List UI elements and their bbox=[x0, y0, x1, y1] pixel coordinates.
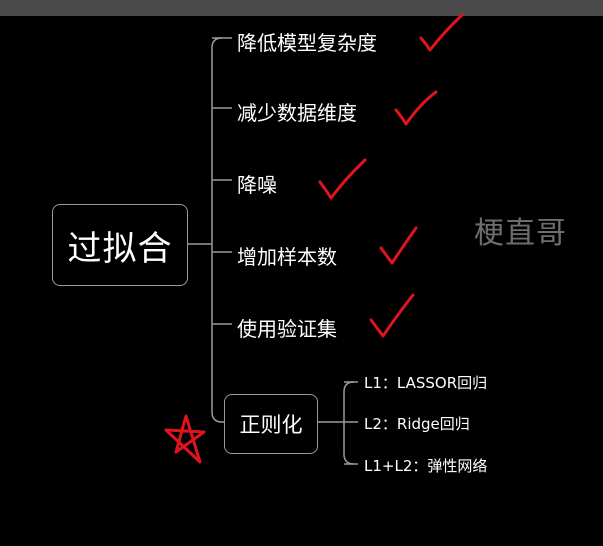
leaf-l1-lasso[interactable]: L1：LASSOR回归 bbox=[364, 374, 488, 392]
leaf-l2-ridge[interactable]: L2：Ridge回归 bbox=[364, 415, 470, 433]
window-top-border bbox=[0, 0, 603, 16]
root-node-overfitting[interactable]: 过拟合 bbox=[52, 204, 188, 286]
leaf-elastic-net[interactable]: L1+L2：弹性网络 bbox=[364, 457, 488, 475]
branch-use-validation-set[interactable]: 使用验证集 bbox=[237, 317, 337, 341]
branch-denoise[interactable]: 降噪 bbox=[237, 173, 277, 197]
branch-reduce-data-dimension[interactable]: 减少数据维度 bbox=[237, 101, 357, 125]
branch-increase-samples[interactable]: 增加样本数 bbox=[237, 245, 337, 269]
watermark-text: 梗直哥 bbox=[474, 216, 567, 251]
branch-reduce-model-complexity[interactable]: 降低模型复杂度 bbox=[237, 31, 377, 55]
node-regularization[interactable]: 正则化 bbox=[224, 394, 318, 454]
